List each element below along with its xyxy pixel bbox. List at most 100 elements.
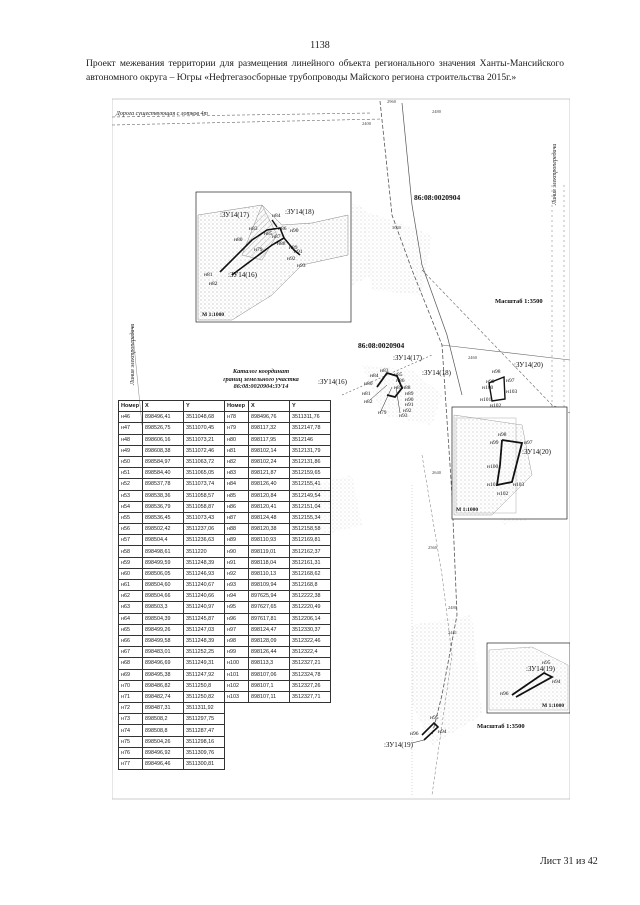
point-label: н94 [552, 679, 561, 685]
table-cell: 898606,16 [142, 433, 184, 446]
table-cell: 898483,01 [142, 646, 184, 659]
catalog-title: Каталог координат границ земельного учас… [190, 368, 332, 391]
table-cell: 898487,31 [142, 702, 184, 715]
table-header-row: Номер X Y Номер X Y [118, 399, 331, 413]
table-cell: 898496,76 [248, 411, 290, 424]
table-cell: н100 [224, 657, 249, 670]
table-cell: 3511058,57 [183, 489, 225, 502]
point-label: н96 [410, 731, 419, 737]
table-cell: 3512220,49 [289, 601, 331, 614]
table-cell: 898499,26 [142, 623, 184, 636]
point-label: н99 [490, 440, 499, 446]
table-cell: 3512159,65 [289, 467, 331, 480]
table-cell [249, 747, 290, 758]
table-cell: н80 [224, 433, 249, 446]
point-label: н93 [399, 413, 408, 419]
table-cell: н93 [224, 578, 249, 592]
point-label: н89 [405, 391, 414, 397]
column-header: Номер [118, 399, 143, 413]
point-label: н98 [492, 369, 501, 375]
table-cell: н67 [118, 646, 143, 659]
table-cell: н69 [118, 668, 143, 681]
point-label: н81 [362, 391, 371, 397]
table-cell: 898506,05 [142, 567, 184, 581]
table-cell: 3511298,16 [183, 735, 225, 748]
table-cell [249, 736, 290, 747]
table-cell: 898482,74 [142, 690, 184, 704]
table-cell [225, 714, 249, 725]
mark-2480b: 2480 [448, 605, 457, 610]
table-cell: н98 [224, 634, 249, 648]
point-label: н95 [430, 715, 439, 721]
table-cell: н56 [118, 523, 143, 536]
table-cell: 898126,44 [248, 646, 290, 659]
point-label: н86 [396, 378, 405, 384]
table-cell: 898117,95 [248, 433, 290, 446]
table-cell: н66 [118, 634, 143, 648]
inset-3-scale: М 1:1000 [542, 703, 565, 709]
table-cell: н87 [224, 511, 249, 525]
table-cell: 3512327,26 [289, 679, 331, 692]
table-cell: н85 [224, 489, 249, 502]
table-cell [225, 725, 249, 736]
cadastral-number-top: 86:08:0020904 [414, 193, 461, 202]
point-label: н103 [513, 482, 525, 488]
map-drawing [112, 98, 570, 800]
point-label: н97 [506, 378, 515, 384]
point-label: н82 [364, 399, 373, 405]
point-label: н85 [394, 372, 403, 378]
table-cell: н62 [118, 590, 143, 603]
table-cell: н51 [118, 467, 143, 480]
point-label: н96 [500, 691, 509, 697]
table-cell: 3512169,81 [289, 534, 331, 547]
column-header: Номер [224, 399, 249, 413]
table-cell: н73 [118, 713, 143, 726]
table-cell: 898120,38 [248, 523, 290, 536]
table-cell: 3511309,76 [183, 746, 225, 760]
table-cell: н48 [118, 433, 143, 446]
table-cell [225, 759, 249, 770]
point-label: н98 [498, 432, 507, 438]
table-cell: 898109,94 [248, 578, 290, 592]
document-title: Проект межевания территории для размещен… [86, 58, 564, 83]
mark-3040: 3040 [392, 225, 401, 230]
table-cell [225, 747, 249, 758]
table-cell: н72 [118, 702, 143, 715]
table-cell: н57 [118, 534, 143, 547]
sheet-footer: Лист 31 из 42 [540, 856, 598, 867]
point-label: н86 [278, 226, 287, 232]
map-frame [112, 98, 570, 800]
parcel-zu18-inset: :ЗУ14(18) [285, 208, 314, 216]
table-cell: н83 [224, 467, 249, 480]
point-label: н90 [290, 228, 299, 234]
point-label: н95 [542, 660, 551, 666]
point-label: н92 [403, 408, 412, 414]
table-cell: 898504,60 [142, 578, 184, 592]
table-cell: 3511065,05 [183, 467, 225, 480]
table-cell: 3511246,93 [183, 567, 225, 581]
point-label: н84 [272, 213, 281, 219]
table-cell: 3512322,46 [289, 634, 331, 648]
table-cell: н103 [224, 690, 249, 704]
table-cell: 897617,81 [248, 612, 290, 625]
table-cell: 897625,94 [248, 590, 290, 603]
table-cell [249, 714, 290, 725]
table-cell: 3511250,82 [183, 690, 225, 704]
table-cell: н79 [224, 422, 249, 435]
table-cell [290, 747, 331, 758]
point-label: н82 [209, 281, 218, 287]
table-cell: 3511300,81 [183, 757, 225, 771]
table-cell: н58 [118, 545, 143, 558]
point-label: н99 [486, 379, 495, 385]
table-cell: 897627,65 [248, 601, 290, 614]
table-cell: н75 [118, 735, 143, 748]
table-cell: 898496,92 [142, 746, 184, 760]
table-cell: 898499,58 [142, 634, 184, 648]
inset-2-parcel [495, 439, 524, 487]
